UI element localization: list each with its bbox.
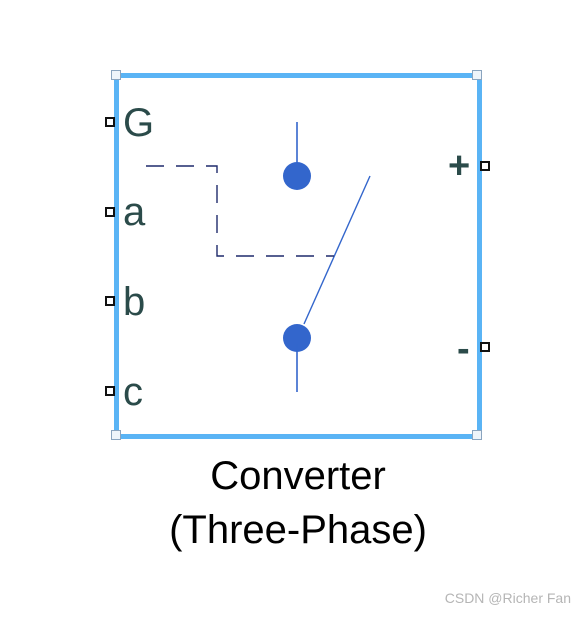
port-b-label: b xyxy=(123,280,146,324)
port-positive-connector[interactable] xyxy=(480,161,490,171)
resize-handle-top-left[interactable] xyxy=(111,70,121,80)
port-a-connector[interactable] xyxy=(105,207,115,217)
block-name-line2[interactable]: (Three-Phase) xyxy=(169,508,427,552)
port-c-connector[interactable] xyxy=(105,386,115,396)
port-negative-connector[interactable] xyxy=(480,342,490,352)
block-name-line1[interactable]: Converter xyxy=(210,454,386,498)
port-c-label: c xyxy=(123,370,143,414)
port-g-label: G xyxy=(123,101,155,145)
port-negative-label: - xyxy=(457,328,470,370)
converter-block[interactable] xyxy=(114,73,482,439)
port-g-connector[interactable] xyxy=(105,117,115,127)
resize-handle-bottom-left[interactable] xyxy=(111,430,121,440)
resize-handle-bottom-right[interactable] xyxy=(472,430,482,440)
port-positive-label: + xyxy=(448,145,471,187)
watermark: CSDN @Richer Fan xyxy=(444,590,571,606)
port-b-connector[interactable] xyxy=(105,296,115,306)
resize-handle-top-right[interactable] xyxy=(472,70,482,80)
port-a-label: a xyxy=(123,190,146,234)
